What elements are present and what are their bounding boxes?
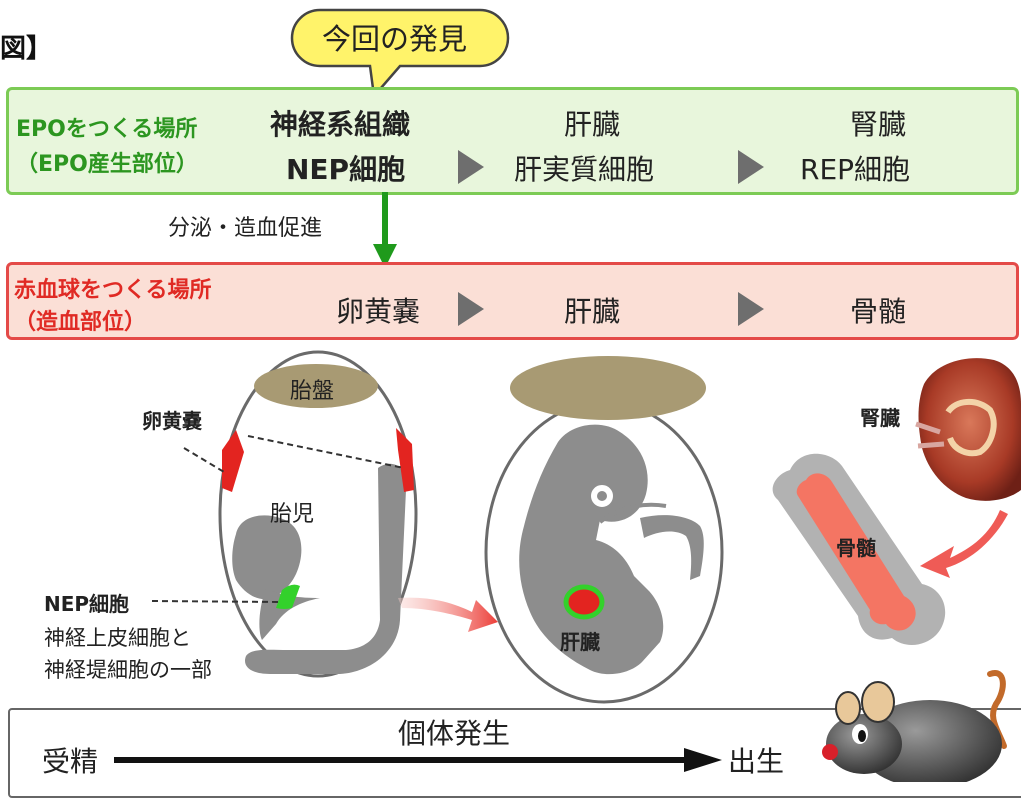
secretion-label: 分泌・造血促進 [168,216,323,241]
nep-desc-2: 神経堤細胞の一部 [44,658,212,682]
epo-subtitle: （EPO産生部位） [16,152,198,177]
later-embryo [484,400,724,704]
rbc-arrow-1 [458,292,484,326]
epo-production-box [6,87,1019,195]
nep-cell-label: NEP細胞 [44,592,130,616]
nep-desc-1: 神経上皮細胞と [44,626,191,650]
rbc-title: 赤血球をつくる場所 [14,278,212,303]
epo-stage1-bottom: NEP細胞 [286,153,406,186]
rbc-subtitle: （造血部位） [14,310,147,335]
placenta-2 [510,356,706,420]
timeline-title: 個体発生 [398,717,511,750]
epo-stage2-top: 肝臓 [564,108,621,141]
rbc-arrow-2 [738,292,764,326]
epo-stage2-bottom: 肝実質細胞 [514,153,655,186]
yolk-sac-label: 卵黄嚢 [142,409,202,433]
epo-arrow-1 [458,150,484,184]
epo-title: EPOをつくる場所 [16,117,198,142]
callout-text: 今回の発見 [322,22,468,56]
liver-label: 肝臓 [560,630,600,654]
epo-stage1-top: 神経系組織 [270,108,411,141]
illustration-canvas [151,350,1021,704]
secretion-arrow [373,192,397,268]
bone-marrow-label: 骨髄 [836,536,876,560]
fetus-label: 胎児 [270,502,315,527]
bone [772,453,946,645]
epo-stage3-top: 腎臓 [850,108,907,141]
rbc-stage1: 卵黄嚢 [336,295,421,328]
epo-arrow-2 [738,150,764,184]
rbc-stage2: 肝臓 [564,295,621,328]
timeline-end: 出生 [728,745,785,778]
transition-arrow-1 [398,597,498,632]
timeline-arrow [114,748,722,772]
placenta-label: 胎盤 [290,379,335,404]
callout-bubble [290,8,510,98]
figure-label: 図】 [0,34,53,64]
rbc-production-box [6,262,1019,340]
early-embryo [151,350,418,678]
placenta-1 [254,364,378,408]
mouse-illustration [822,670,1007,782]
kidney-label: 腎臓 [860,406,900,430]
kidney [915,358,1021,501]
transition-arrow-2 [920,510,1008,578]
rbc-stage3: 骨髄 [850,295,907,328]
epo-stage3-bottom: REP細胞 [800,153,911,186]
timeline-start: 受精 [42,745,99,778]
